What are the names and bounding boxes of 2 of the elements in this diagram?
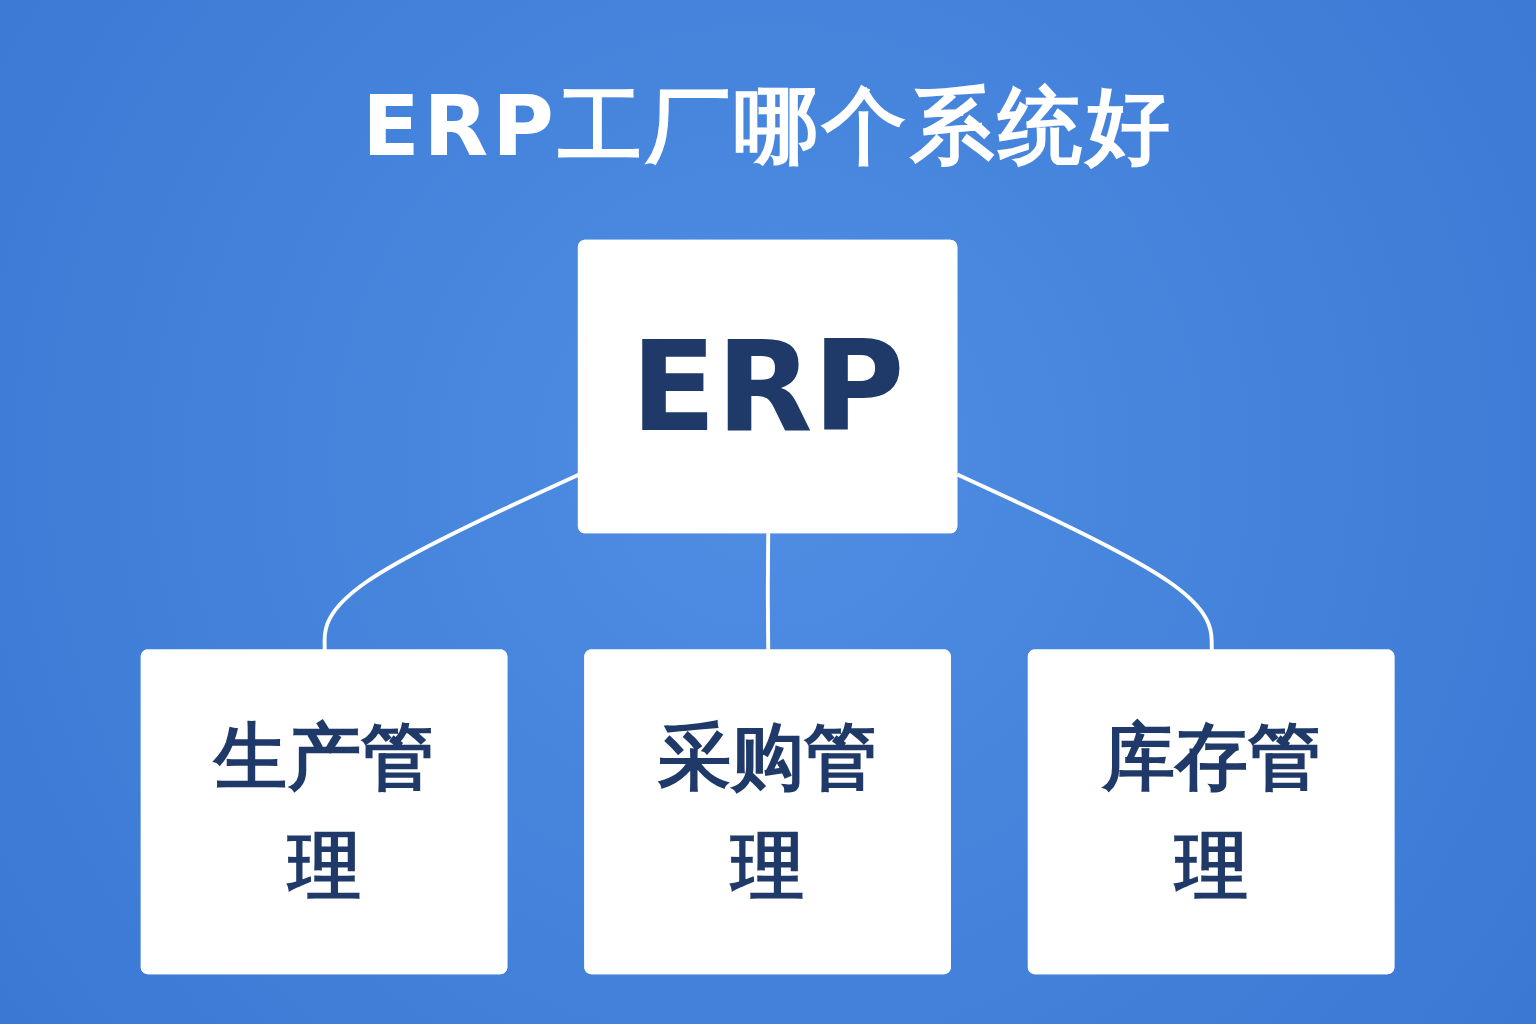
connector	[766, 533, 771, 651]
title: ERP工厂哪个系统好	[361, 76, 1175, 177]
